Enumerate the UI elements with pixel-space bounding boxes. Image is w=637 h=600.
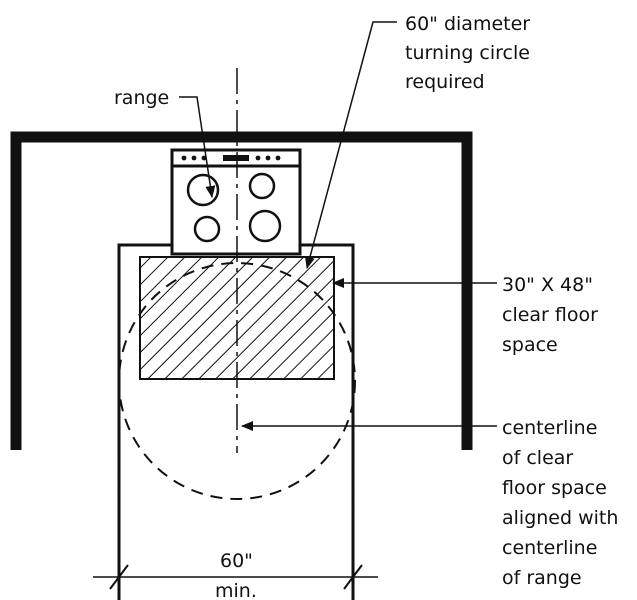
kitchen-walls — [10, 131, 473, 450]
range-burner — [248, 172, 276, 200]
label-clear-floor-space: 30" X 48" clear floor space — [502, 274, 604, 356]
range-burner — [186, 173, 220, 207]
range-leader — [179, 96, 216, 198]
dimension-line — [93, 564, 378, 590]
label-turning-circle: 60" diameter turning circle required — [405, 13, 536, 93]
turning-circle-leader — [305, 21, 397, 269]
label-centerline: centerline of clear floor space aligned … — [502, 417, 624, 589]
dimension-value: 60" — [220, 550, 253, 572]
label-range: range — [114, 87, 169, 109]
dimension-note: min. — [215, 580, 257, 600]
range-burner — [248, 209, 282, 243]
range-cooktop — [170, 164, 302, 256]
clear-floor-space — [139, 256, 335, 380]
range-burner — [193, 215, 221, 243]
range-appliance — [170, 148, 302, 256]
turning-circle — [118, 262, 356, 500]
